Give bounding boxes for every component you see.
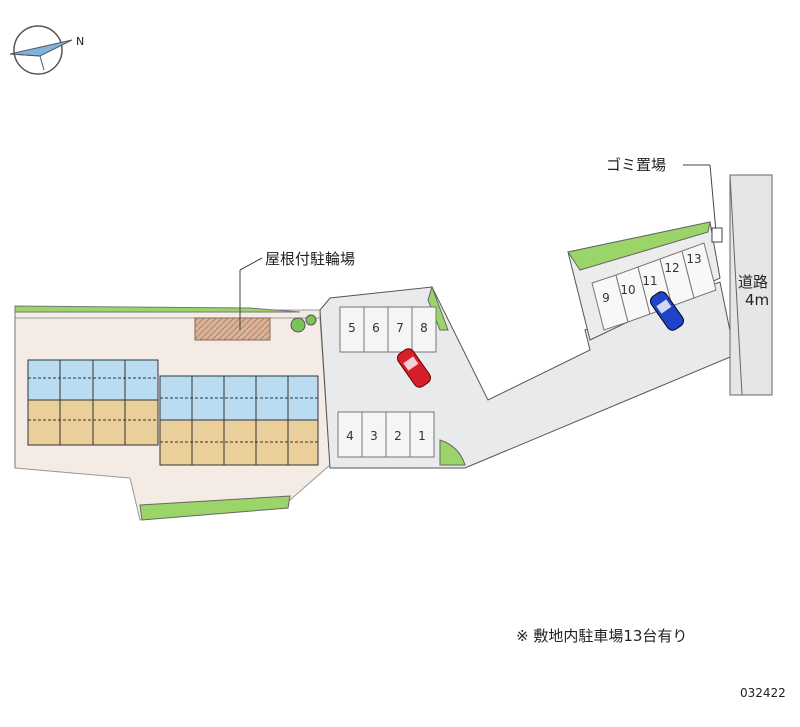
stall-1: 1 <box>418 429 426 443</box>
stall-6: 6 <box>372 321 380 335</box>
red-car <box>397 348 431 388</box>
road-width-label: 4m <box>745 291 769 309</box>
north-label: N <box>76 35 84 48</box>
building-left <box>27 359 159 446</box>
green-patch-right <box>567 221 711 271</box>
stall-2: 2 <box>394 429 402 443</box>
parking-lower-row <box>337 411 435 458</box>
garbage-label: ゴミ置場 <box>606 156 666 174</box>
blue-car <box>650 291 684 331</box>
property-code: 032422 <box>740 686 786 700</box>
bike-shelter <box>194 317 271 341</box>
green-patch-bottom <box>139 495 291 521</box>
stall-8: 8 <box>420 321 428 335</box>
stall-11: 11 <box>642 274 657 288</box>
bike-shelter-label: 屋根付駐輪場 <box>265 250 355 268</box>
stall-7: 7 <box>396 321 404 335</box>
stall-10: 10 <box>620 283 635 297</box>
stall-12: 12 <box>664 261 679 275</box>
road-label: 道路 <box>738 273 768 291</box>
stall-5: 5 <box>348 321 356 335</box>
stall-9: 9 <box>602 291 610 305</box>
road <box>729 174 773 396</box>
green-patch-lot-bottom <box>439 439 466 466</box>
green-strip-top <box>14 305 301 313</box>
parking-upper-row <box>339 306 437 353</box>
building-right <box>159 375 319 466</box>
parking-right-row <box>591 242 717 331</box>
compass-icon: N <box>9 25 84 75</box>
stall-4: 4 <box>346 429 354 443</box>
parking-note: ※ 敷地内駐車場13台有り <box>516 627 687 645</box>
stall-3: 3 <box>370 429 378 443</box>
garbage-area <box>683 164 723 243</box>
green-patch-lot-top <box>427 285 449 331</box>
stall-13: 13 <box>686 252 701 266</box>
